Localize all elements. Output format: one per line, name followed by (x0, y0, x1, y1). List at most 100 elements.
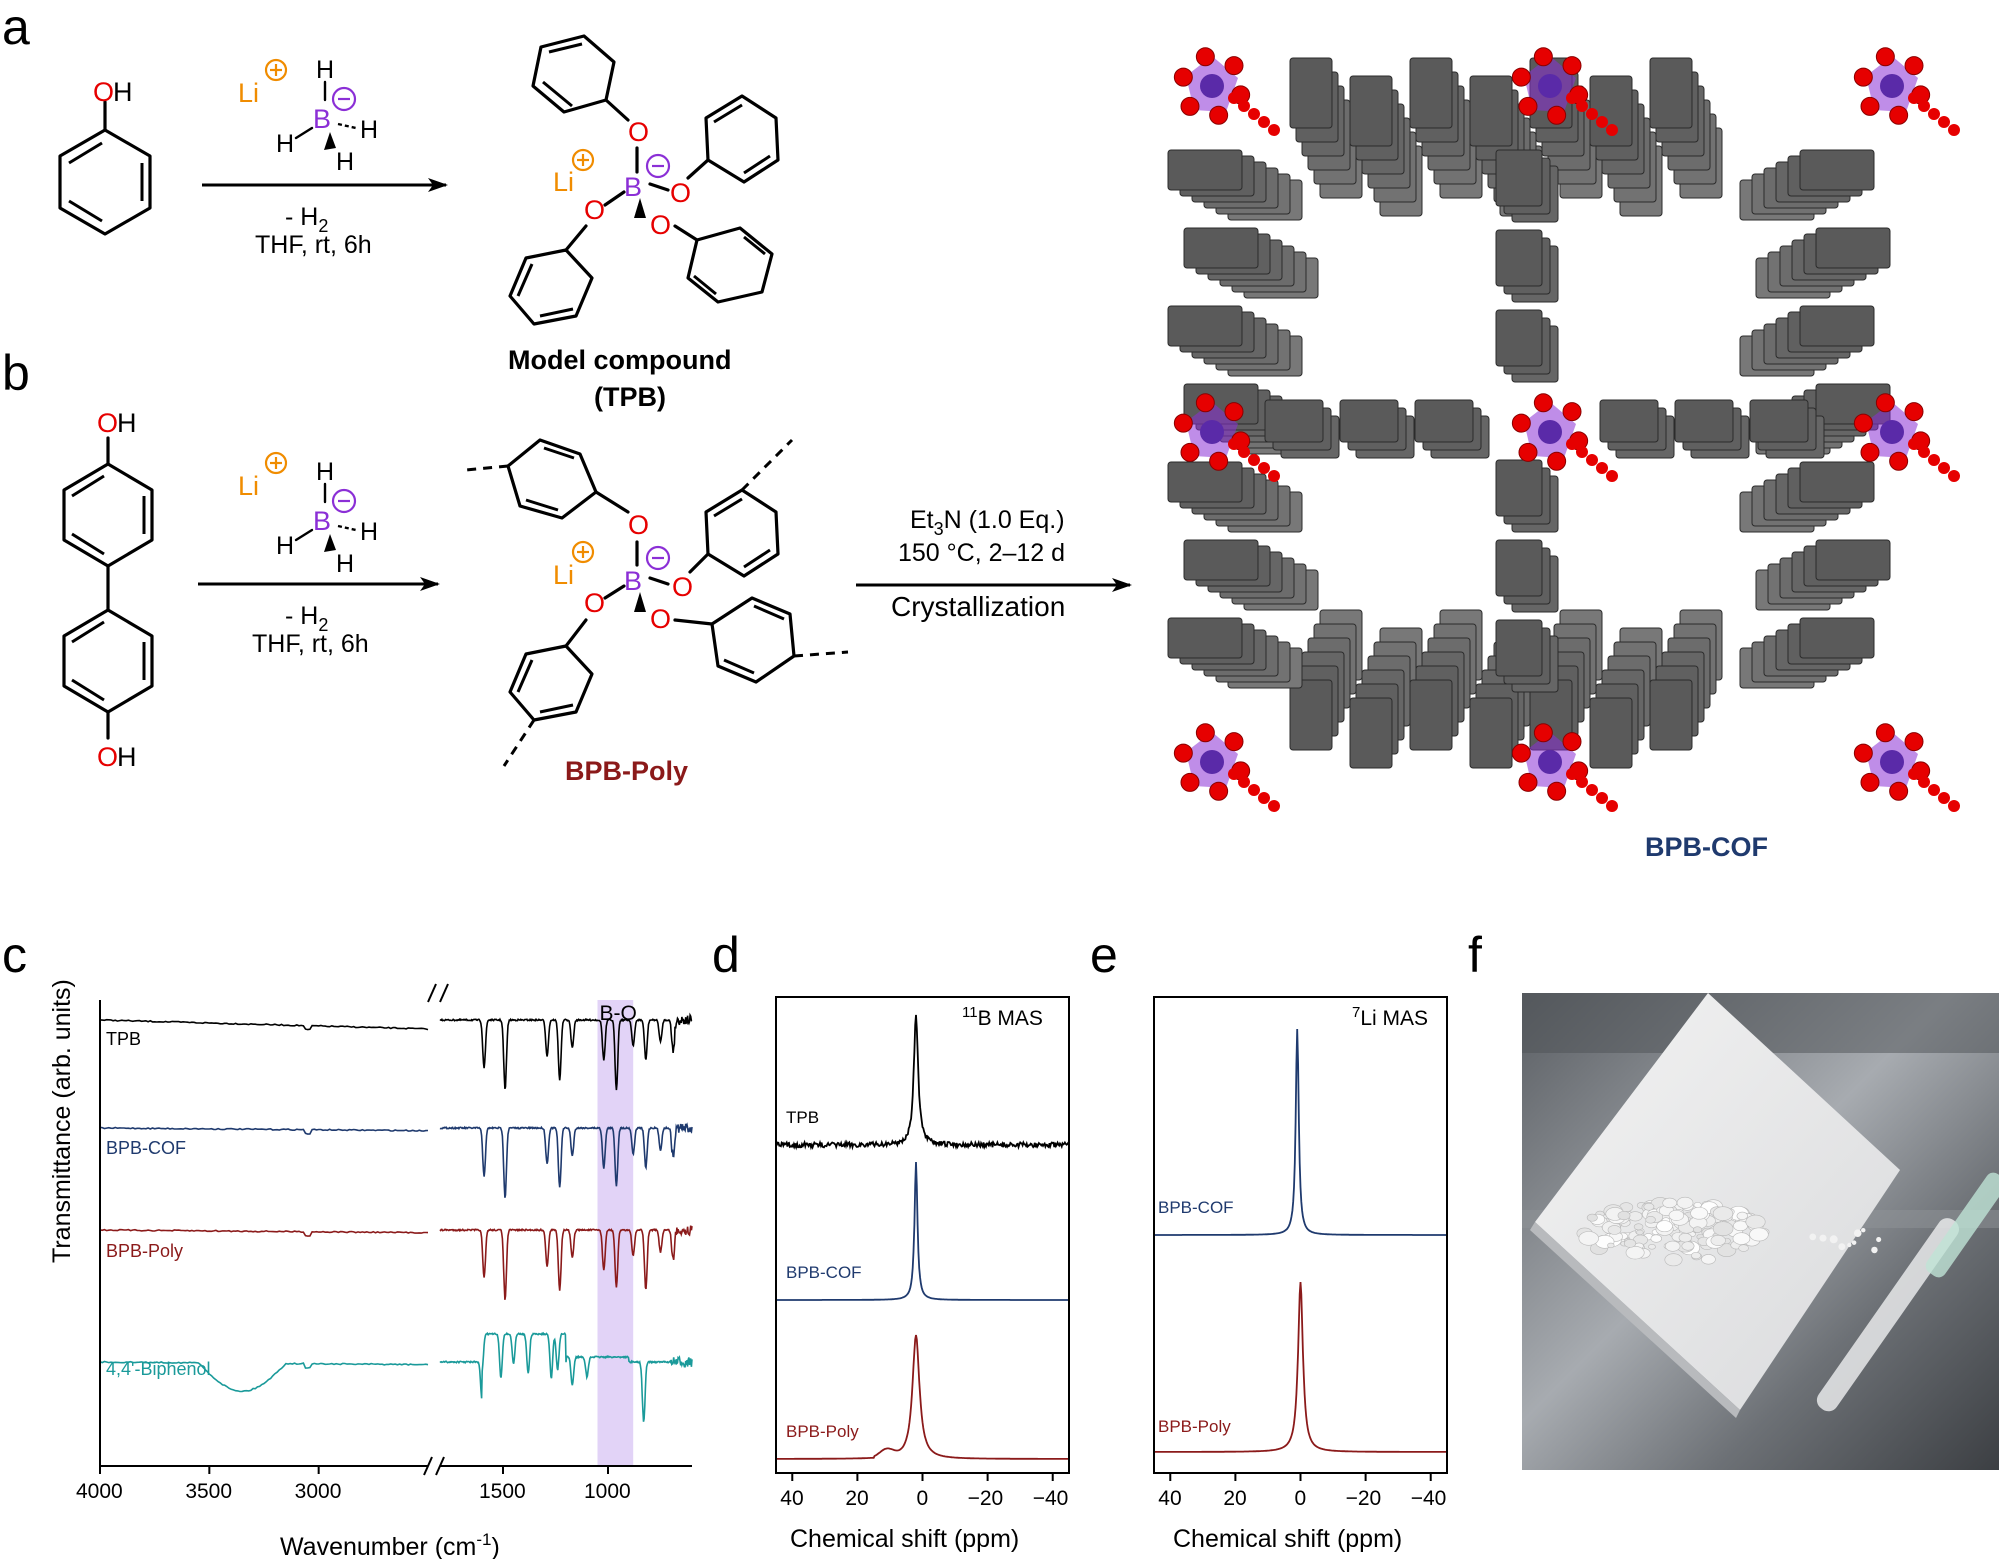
poly-o1: O (628, 510, 649, 540)
panel-letter-c: c (2, 927, 27, 983)
b11-x-axis-label: Chemical shift (ppm) (790, 1525, 1019, 1553)
poly-li: Li (553, 560, 574, 590)
phenol-oh-h: H (113, 77, 133, 107)
biphenol-h-top: H (117, 408, 137, 438)
ir-trace-left (99, 1228, 429, 1237)
biphenol-o-top: O (97, 408, 118, 438)
nmr-series-label: BPB-COF (786, 1263, 862, 1282)
h-label-a1: H (316, 56, 334, 84)
li-label-a: Li (238, 78, 259, 108)
ir-series-label: 4,4'-Biphenol (106, 1359, 211, 1379)
panel-letter-b: b (2, 345, 30, 401)
nmr-trace (776, 1161, 1069, 1301)
ir-trace-left (99, 1360, 429, 1393)
model-compound-label: Model compound (508, 345, 731, 375)
tpb-molecule: B Li O O O O (508, 34, 780, 326)
nmr-x-tick-label: −20 (1346, 1487, 1382, 1510)
h-label-a3: H (360, 116, 378, 144)
bpb-poly-molecule: B Li O O O O (465, 438, 849, 767)
ir-x-tick-label: 3000 (295, 1480, 342, 1503)
cof-framework-image (1167, 47, 1960, 812)
ir-series-label: TPB (106, 1029, 141, 1049)
ir-trace-left (99, 1018, 429, 1031)
poly-o3: O (584, 588, 605, 618)
nmr-x-tick-label: −40 (1411, 1487, 1447, 1510)
li7-x-axis-label: Chemical shift (ppm) (1173, 1525, 1402, 1553)
nmr-x-tick-label: −40 (1033, 1487, 1069, 1510)
tpb-o4: O (650, 210, 671, 240)
panel-letter-e: e (1090, 927, 1118, 983)
nmr-series-label: BPB-Poly (786, 1422, 859, 1441)
h-label-a4: H (336, 148, 354, 176)
boron-label-a: B (313, 104, 331, 134)
b-o-highlight-label: B-O (600, 1002, 637, 1025)
ir-trace-left (99, 1126, 429, 1135)
h-label-b4: H (336, 550, 354, 578)
minus-h2-a: - H2 (285, 203, 328, 236)
bpb-poly-label: BPB-Poly (565, 756, 688, 786)
biphenol-h-bottom: H (117, 742, 137, 772)
ir-trace-right (439, 1012, 693, 1091)
ir-y-axis-label: Transmittance (arb. units) (48, 979, 76, 1263)
panel-letter-d: d (712, 927, 740, 983)
h-label-b1: H (316, 458, 334, 486)
nmr-series-label: BPB-COF (1158, 1198, 1234, 1217)
tpb-boron: B (624, 172, 642, 202)
ir-x-tick-label: 1000 (584, 1480, 631, 1503)
et3n-condition: Et3N (1.0 Eq.) (910, 506, 1065, 539)
boron-label-b: B (313, 506, 331, 536)
ir-series-label: BPB-Poly (106, 1241, 183, 1261)
h-label-a2: H (276, 130, 294, 158)
libh4-reagent-a: Li B H H H H (238, 56, 378, 176)
bpb-cof-label: BPB-COF (1645, 832, 1768, 862)
h-label-b2: H (276, 532, 294, 560)
ir-x-tick-label: 1500 (479, 1480, 526, 1503)
nmr-trace (1154, 1281, 1447, 1453)
nmr-x-tick-label: −20 (968, 1487, 1004, 1510)
nmr-x-tick-label: 20 (845, 1487, 868, 1510)
libh4-reagent-b: Li B H H H H (238, 451, 378, 578)
nmr-trace (776, 1334, 1069, 1460)
phenol-molecule: O H (58, 77, 152, 236)
ir-x-tick-label: 3500 (185, 1480, 232, 1503)
h-label-b3: H (360, 518, 378, 546)
nmr-x-tick-label: 0 (1295, 1487, 1307, 1510)
biphenol-o-bottom: O (97, 742, 118, 772)
white-powder (1576, 1196, 1882, 1267)
ir-trace-right (439, 1122, 693, 1198)
nmr-x-tick-label: 40 (1158, 1487, 1181, 1510)
nmr-x-tick-label: 40 (780, 1487, 803, 1510)
nmr-x-tick-label: 0 (917, 1487, 929, 1510)
ir-x-axis-label: Wavenumber (cm-1) (280, 1530, 500, 1559)
biphenol-molecule: O H O H (62, 408, 154, 772)
conditions-a: THF, rt, 6h (255, 231, 372, 259)
poly-o4: O (650, 604, 671, 634)
ir-series-label: BPB-COF (106, 1138, 186, 1158)
minus-h2-b: - H2 (285, 602, 328, 635)
li-label-b: Li (238, 471, 259, 501)
nmr-series-label: BPB-Poly (1158, 1417, 1231, 1436)
nmr-series-label: TPB (786, 1108, 819, 1127)
temp-time-condition: 150 °C, 2–12 d (898, 539, 1065, 567)
li7-annotation: 7Li MAS (1352, 1004, 1428, 1030)
ir-x-tick-label: 4000 (76, 1480, 123, 1503)
sample-photo (1522, 993, 1999, 1470)
poly-boron: B (624, 566, 642, 596)
panel-letter-f: f (1468, 927, 1482, 983)
b11-annotation: 11B MAS (962, 1004, 1043, 1030)
ir-trace-right (439, 1331, 693, 1422)
tpb-label: (TPB) (594, 382, 666, 412)
tpb-o1: O (628, 117, 649, 147)
nmr-trace (1154, 1028, 1447, 1236)
nmr-trace (775, 1014, 1070, 1151)
tpb-li: Li (553, 167, 574, 197)
tpb-o2: O (670, 178, 691, 208)
ir-trace-right (439, 1225, 693, 1300)
ir-chart: B-O TPB BPB-COF BPB-Poly 4,4'-Biphenol 4000… (48, 979, 693, 1559)
b11-nmr-chart: TPB BPB-COF BPB-Poly 40 20 0 −20 −40 11B MAS C… (775, 996, 1070, 1553)
conditions-b: THF, rt, 6h (252, 630, 369, 658)
panel-letter-a: a (2, 0, 30, 55)
phenol-oh-o: O (93, 77, 114, 107)
